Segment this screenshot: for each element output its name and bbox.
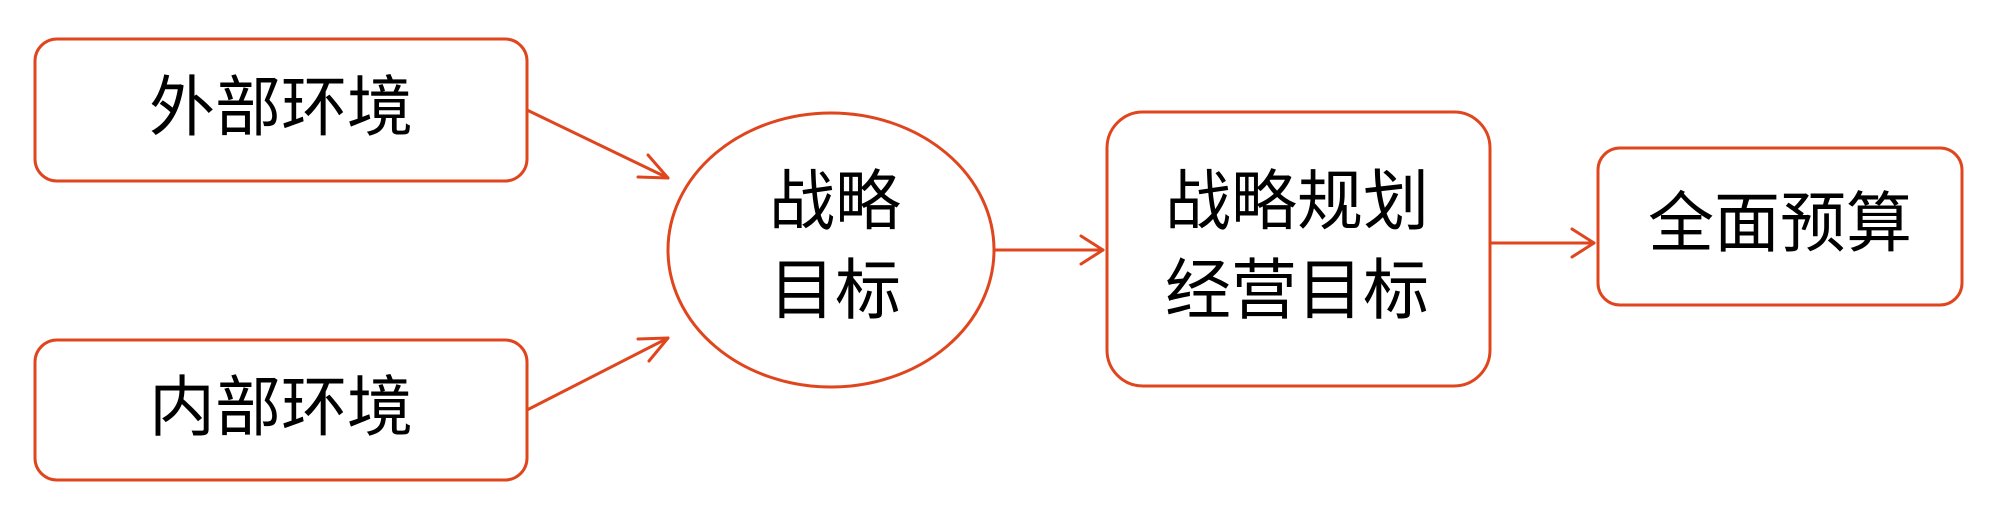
strategic-goal-ellipse xyxy=(666,111,996,389)
external-environment-node: 外部环境 xyxy=(33,37,529,183)
strategic-planning-node: 战略规划 经营目标 xyxy=(1105,110,1492,388)
strategic-planning-label-line2: 经营目标 xyxy=(1165,252,1429,329)
comprehensive-budget-node: 全面预算 xyxy=(1596,146,1964,307)
strategic-goal-label-line2: 目标 xyxy=(769,252,901,329)
arrow-planning-to-budget xyxy=(1488,227,1596,259)
strategic-planning-box xyxy=(1105,110,1492,388)
comprehensive-budget-label: 全面预算 xyxy=(1648,185,1912,262)
arrow-internal-to-goal xyxy=(525,336,670,412)
arrow-goal-to-planning xyxy=(992,234,1105,266)
arrow-external-to-goal xyxy=(525,108,670,180)
external-environment-label: 外部环境 xyxy=(149,69,413,146)
strategic-planning-label-line1: 战略规划 xyxy=(1165,163,1429,240)
strategic-goal-node: 战略 目标 xyxy=(666,111,996,389)
comprehensive-budget-box xyxy=(1596,146,1964,307)
strategic-goal-label-line1: 战略 xyxy=(769,163,901,240)
internal-environment-node: 内部环境 xyxy=(33,338,529,482)
internal-environment-label: 内部环境 xyxy=(149,369,413,446)
